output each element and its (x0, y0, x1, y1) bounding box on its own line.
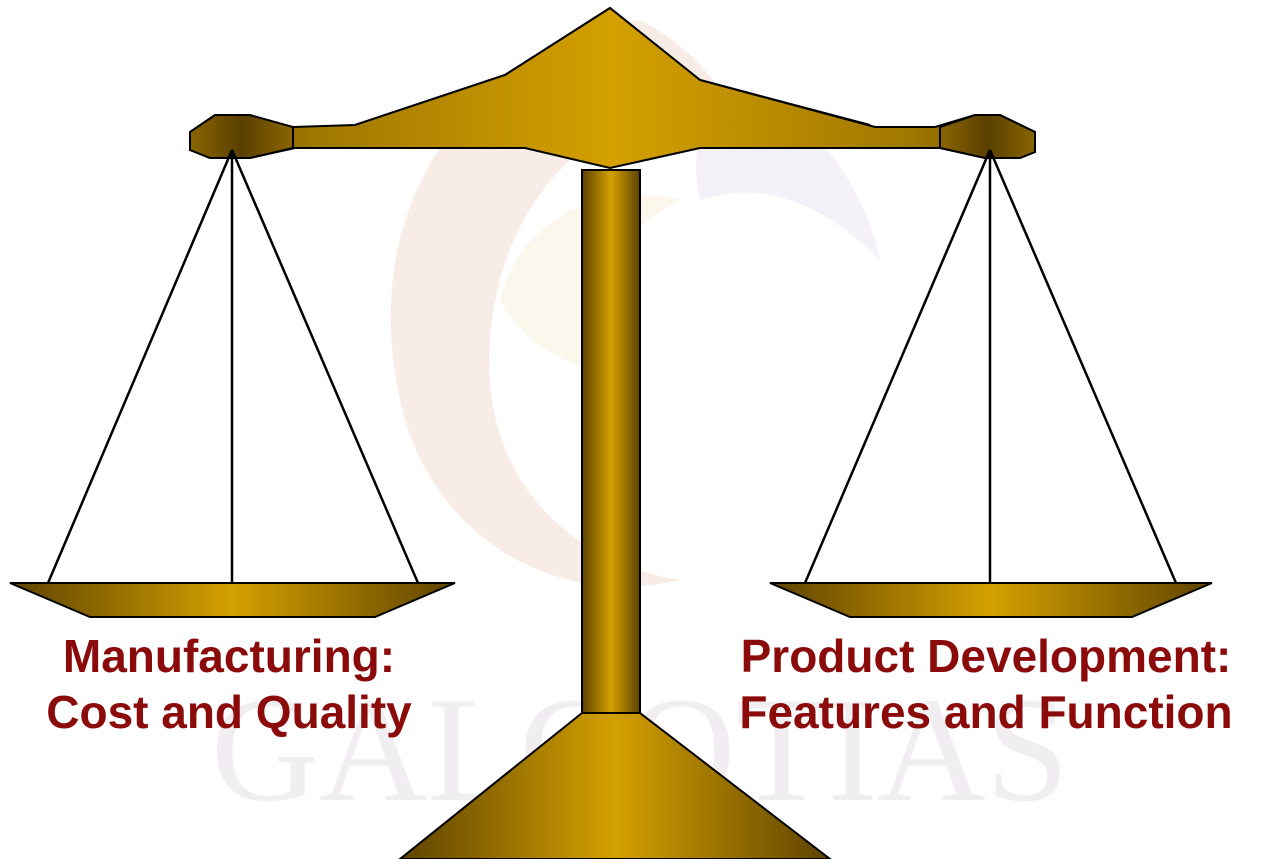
right-pan-label: Product Development: Features and Functi… (694, 628, 1278, 740)
right-pan (769, 582, 1213, 618)
right-pan-label-line1: Product Development: (740, 630, 1232, 682)
right-pan-label-line2: Features and Function (739, 686, 1233, 738)
left-beam-knob (189, 114, 294, 159)
right-pan-strings (803, 149, 1178, 584)
left-pan-label-line1: Manufacturing: (62, 630, 396, 682)
left-pan (9, 582, 456, 618)
left-pan-label-line2: Cost and Quality (46, 686, 412, 738)
scale-base (398, 712, 832, 859)
scale-pillar (581, 169, 641, 716)
scale-beam (189, 6, 1036, 170)
left-pan-strings (46, 149, 420, 584)
right-beam-knob (939, 114, 1036, 159)
left-pan-label: Manufacturing: Cost and Quality (0, 628, 458, 740)
